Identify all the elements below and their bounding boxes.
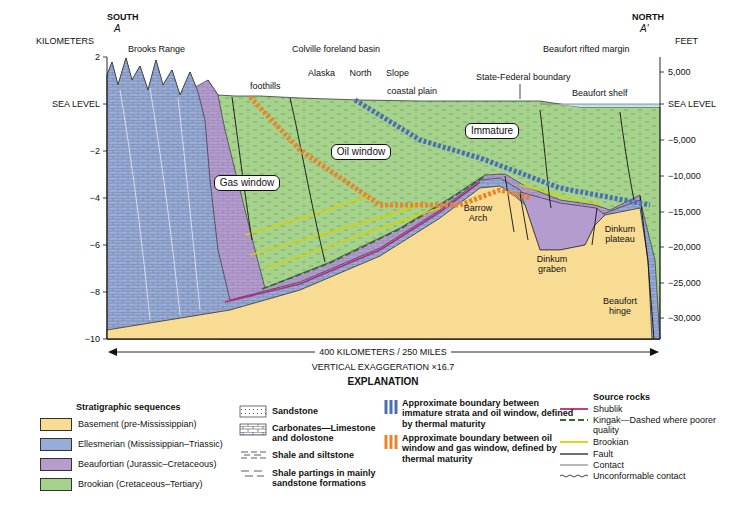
section-label: Dinkum plateau bbox=[600, 224, 640, 245]
section-label: foothills bbox=[250, 81, 281, 91]
section-label: −30,000 bbox=[668, 313, 701, 323]
section-label: SOUTH bbox=[107, 12, 139, 22]
section-label: 5,000 bbox=[668, 67, 691, 77]
zone-box: Gas window bbox=[214, 175, 280, 191]
legend-text: Approximate boundary between oil window … bbox=[402, 433, 574, 464]
legend-swatch bbox=[40, 458, 72, 471]
section-label: Stratigraphic sequences bbox=[76, 402, 181, 412]
section-label: −8 bbox=[90, 287, 100, 297]
legend-swatch bbox=[40, 438, 72, 451]
section-label: −15,000 bbox=[668, 207, 701, 217]
section-label: coastal plain bbox=[387, 86, 437, 96]
section-label: KILOMETERS bbox=[36, 36, 94, 46]
section-label: −20,000 bbox=[668, 242, 701, 252]
section-label: State-Federal boundary bbox=[476, 72, 571, 82]
zone-box: Immature bbox=[465, 123, 519, 139]
section-label: Source rocks bbox=[593, 392, 650, 402]
legend-text: Basement (pre-Mississippian) bbox=[78, 419, 197, 429]
zone-label: Gas window bbox=[220, 177, 274, 188]
section-label: A′ bbox=[640, 23, 649, 35]
section-label: Brooks Range bbox=[128, 44, 185, 54]
section-label: SEA LEVEL bbox=[52, 99, 100, 109]
section-label: Beaufort rifted margin bbox=[543, 44, 630, 54]
section-label: −2 bbox=[90, 146, 100, 156]
legend-text: Carbonates—Limestone and dolostone bbox=[272, 423, 384, 444]
section-label: Beaufort hinge bbox=[600, 296, 640, 317]
legend-text: Shale and siltstone bbox=[272, 450, 354, 460]
legend-swatch bbox=[40, 478, 72, 491]
section-label: EXPLANATION bbox=[348, 376, 419, 388]
zone-label: Immature bbox=[471, 125, 513, 136]
section-label: −25,000 bbox=[668, 278, 701, 288]
legend-text: Beaufortian (Jurassic–Cretaceous) bbox=[78, 459, 217, 469]
legend-text: Kingak—Dashed where poorer quality bbox=[593, 415, 733, 436]
section-label: FEET bbox=[675, 36, 698, 46]
zone-label: Oil window bbox=[337, 146, 385, 157]
section-label: 400 KILOMETERS / 250 MILES bbox=[315, 347, 451, 357]
section-label: −10 bbox=[85, 334, 100, 344]
section-label: −6 bbox=[90, 240, 100, 250]
section-label: Beaufort shelf bbox=[572, 88, 628, 98]
legend-text: Unconformable contact bbox=[593, 471, 686, 481]
section-label: Colville foreland basin bbox=[292, 44, 380, 54]
zone-box: Oil window bbox=[331, 144, 391, 160]
legend-text: Contact bbox=[593, 460, 624, 470]
legend-text: Sandstone bbox=[272, 406, 318, 416]
section-label: −10,000 bbox=[668, 171, 701, 181]
section-label: Barrow Arch bbox=[457, 203, 499, 224]
legend-text: Brookian bbox=[593, 437, 629, 447]
section-label: Dinkum graben bbox=[529, 254, 575, 275]
section-label: SEA LEVEL bbox=[668, 99, 716, 109]
section-label: A bbox=[114, 23, 121, 35]
legend-text: Shublik bbox=[593, 404, 623, 414]
legend-text: Brookian (Cretaceous–Tertiary) bbox=[78, 479, 203, 489]
section-label: NORTH bbox=[632, 12, 664, 22]
legend-text: Ellesmerian (Mississippian–Triassic) bbox=[78, 439, 223, 449]
legend-text: Shale partings in mainly sandstone forma… bbox=[272, 468, 384, 489]
section-label: −4 bbox=[90, 193, 100, 203]
section-label: −5,000 bbox=[668, 135, 696, 145]
section-label: Alaska North Slope bbox=[308, 68, 409, 78]
legend-text: Approximate boundary between immature st… bbox=[402, 398, 574, 429]
section-label: 2 bbox=[95, 52, 100, 62]
legend-text: Fault bbox=[593, 449, 613, 459]
section-label: VERTICAL EXAGGERATION ×16.7 bbox=[312, 362, 455, 372]
legend-swatch bbox=[40, 418, 72, 431]
